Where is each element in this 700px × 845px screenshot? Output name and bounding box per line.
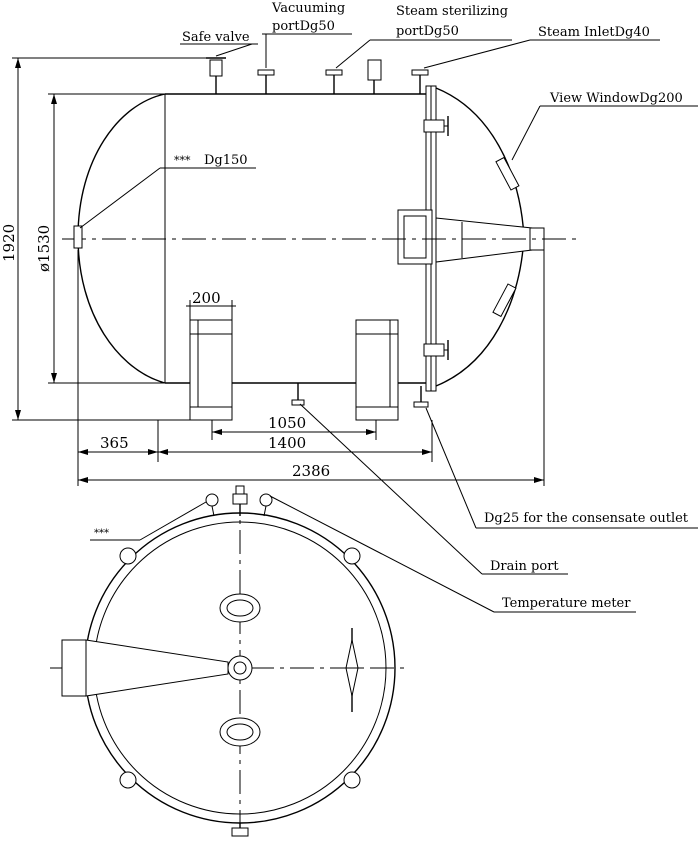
svg-text:***: *** <box>94 528 109 539</box>
dim-height-label: 1920 <box>0 224 18 262</box>
safe-valve-nozzle <box>206 57 226 94</box>
vacuuming-nozzle <box>257 69 275 94</box>
dim-leg-width: 200 <box>186 289 236 320</box>
door-clamp-upper <box>423 116 449 136</box>
view-window-lower <box>492 283 517 318</box>
drain-port-nozzle <box>291 383 305 406</box>
dim-total-length-label: 2386 <box>292 462 330 480</box>
center-hub <box>227 655 253 681</box>
end-view-top-nozzles <box>205 485 273 517</box>
label-vacuuming-line2: portDg50 <box>272 19 335 34</box>
label-drain-port: Drain port <box>490 559 559 574</box>
gauge-nozzle <box>367 59 382 94</box>
lug-bottom-left <box>119 771 137 789</box>
dim-diameter: ø1530 <box>35 93 165 384</box>
leader-view-window: View WindowDg200 <box>511 91 698 161</box>
leader-pressure-gauge: *** <box>90 501 207 541</box>
leader-vacuuming: Vacuuming portDg50 <box>262 1 352 68</box>
end-view-drain <box>231 823 249 837</box>
label-manhole: Dg150 <box>204 153 248 168</box>
leader-drain-port: Drain port <box>299 403 568 575</box>
pressure-gauge-left <box>205 493 219 507</box>
label-temperature-meter: Temperature meter <box>502 596 631 611</box>
saddle-leg-right <box>355 319 399 421</box>
dim-leg-width-label: 200 <box>192 289 221 307</box>
view-window-lower-end <box>219 717 261 747</box>
dim-leg-spacing: 1050 <box>211 414 377 440</box>
door-hinge-cone <box>397 209 545 265</box>
leader-safe-valve: Safe valve <box>180 30 258 57</box>
end-view: Drain port Temperature meter *** <box>50 403 636 837</box>
dim-height: 1920 <box>0 57 208 421</box>
label-steam-sterilizing-line2: portDg50 <box>396 24 459 39</box>
leader-steam-sterilizing: Steam sterilizing portDg50 <box>335 4 512 69</box>
view-window-upper-end <box>219 593 261 623</box>
condensate-nozzle <box>413 386 429 408</box>
side-view: 1920 ø1530 200 1050 <box>0 1 698 529</box>
lug-top-left <box>119 547 137 565</box>
saddle-leg-left <box>189 319 233 421</box>
steam-inlet-nozzle <box>411 69 429 94</box>
dim-leg-spacing-label: 1050 <box>268 414 306 432</box>
label-steam-sterilizing-line1: Steam sterilizing <box>396 4 508 19</box>
dim-end-offset-label: 365 <box>100 434 129 452</box>
lug-bottom-right <box>343 771 361 789</box>
leader-condensate: Dg25 for the consensate outlet <box>425 407 698 529</box>
label-safe-valve: Safe valve <box>182 30 250 45</box>
dim-diameter-label: ø1530 <box>35 225 53 272</box>
leader-temperature-meter: Temperature meter <box>269 495 636 613</box>
steam-sterilizing-nozzle <box>325 69 343 94</box>
leader-steam-inlet: Steam InletDg40 <box>423 25 660 69</box>
end-view-clamp <box>345 628 360 712</box>
label-view-window: View WindowDg200 <box>549 91 683 106</box>
end-view-cone <box>61 639 229 697</box>
dim-total-length: 2386 <box>78 250 545 486</box>
leader-manhole: *** Dg150 <box>79 153 256 229</box>
dim-leg-span: 1400 <box>157 420 433 462</box>
label-condensate: Dg25 for the consensate outlet <box>484 511 689 526</box>
dim-end-offset: 365 <box>77 250 158 486</box>
dim-leg-span-label: 1400 <box>268 434 306 452</box>
lug-top-right <box>343 547 361 565</box>
manhole-nozzle <box>73 225 83 249</box>
door-clamp-lower <box>423 340 449 360</box>
label-steam-inlet: Steam InletDg40 <box>538 25 650 40</box>
svg-text:***: *** <box>174 154 191 167</box>
view-window-upper <box>495 156 520 191</box>
label-vacuuming-line1: Vacuuming <box>271 1 345 16</box>
